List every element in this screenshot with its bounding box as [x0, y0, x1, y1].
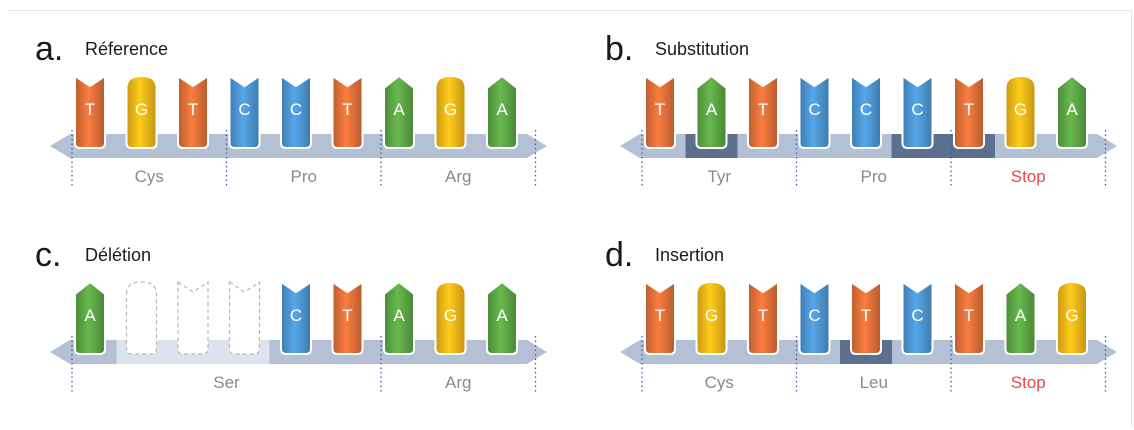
- nucleotide-letter: C: [911, 306, 923, 325]
- nucleotide-C: C: [798, 74, 831, 149]
- panel-b-substitution: b. Substitution T A T C C C T G A Tyr Pro Stop: [605, 30, 1117, 207]
- amino-acid-label: Pro: [861, 167, 887, 186]
- nucleotide-letter: A: [706, 100, 718, 119]
- nucleotide-letter: G: [1014, 100, 1027, 119]
- nucleotide-G: G: [1056, 280, 1088, 355]
- nucleotide-letter: A: [496, 100, 508, 119]
- nucleotide-A: A: [486, 280, 518, 355]
- dna-strip: T A T C C C T G A Tyr Pro Stop: [620, 74, 1117, 187]
- nucleotide-A: A: [1004, 280, 1037, 355]
- nucleotide-letter: T: [342, 306, 352, 325]
- nucleotide-letter: C: [808, 306, 820, 325]
- nucleotide-letter: C: [290, 100, 302, 119]
- panel-d-insertion: d. Insertion T G T C T C T A G Cys Leu Stop: [605, 236, 1117, 413]
- nucleotide-letter: G: [1065, 306, 1078, 325]
- stop-codon-label: Stop: [1011, 373, 1046, 392]
- nucleotide-C: C: [901, 280, 934, 355]
- nucleotide-A: A: [695, 74, 728, 149]
- nucleotide-C: C: [228, 74, 261, 149]
- nucleotide-T: T: [331, 74, 364, 149]
- dna-strip: T G T C T C T A G Cys Leu Stop: [620, 280, 1117, 393]
- amino-acid-label: Pro: [291, 167, 317, 186]
- nucleotide-letter: G: [135, 100, 148, 119]
- dna-strip: T G T C C T A G A Cys Pro Arg: [50, 74, 547, 187]
- nucleotide-G: G: [1004, 74, 1037, 149]
- panel-title: Délétion: [85, 245, 152, 265]
- panel-title: Insertion: [655, 245, 725, 265]
- nucleotide-T: T: [644, 280, 676, 355]
- amino-acid-label: Cys: [705, 373, 734, 392]
- nucleotide-T: T: [747, 280, 779, 355]
- nucleotide-C: C: [280, 280, 312, 355]
- nucleotide-letter: T: [758, 306, 768, 325]
- nucleotide-T: T: [850, 280, 882, 355]
- nucleotide-letter: C: [290, 306, 302, 325]
- nucleotide-letter: G: [705, 306, 718, 325]
- amino-acid-label: Leu: [860, 373, 888, 392]
- nucleotide-letter: C: [808, 100, 820, 119]
- nucleotide-G: G: [695, 280, 728, 355]
- amino-acid-label: Ser: [213, 373, 240, 392]
- nucleotide-T: T: [331, 280, 364, 355]
- nucleotide-T: T: [177, 74, 209, 149]
- nucleotide-letter: T: [964, 100, 974, 119]
- deleted-nucleotide-outline: [228, 280, 261, 355]
- panel-title: Substitution: [655, 39, 750, 59]
- panel-title: Réference: [85, 39, 169, 59]
- nucleotide-T: T: [747, 74, 779, 149]
- nucleotide-C: C: [798, 280, 831, 355]
- deleted-nucleotide-outline: [125, 281, 158, 355]
- nucleotide-letter: T: [342, 100, 352, 119]
- nucleotide-C: C: [280, 74, 312, 149]
- nucleotide-letter: G: [444, 306, 457, 325]
- dna-strip: A C T A G A Ser Arg: [50, 280, 547, 393]
- amino-acid-label: Arg: [445, 373, 471, 392]
- nucleotide-letter: T: [758, 100, 768, 119]
- nucleotide-letter: T: [861, 306, 871, 325]
- nucleotide-letter: A: [496, 306, 508, 325]
- nucleotide-letter: T: [655, 100, 665, 119]
- nucleotide-letter: A: [393, 306, 405, 325]
- nucleotide-letter: C: [860, 100, 872, 119]
- nucleotide-A: A: [74, 280, 106, 355]
- nucleotide-T: T: [953, 280, 985, 355]
- amino-acid-label: Cys: [135, 167, 164, 186]
- nucleotide-letter: A: [84, 306, 96, 325]
- nucleotide-C: C: [901, 74, 934, 149]
- nucleotide-G: G: [434, 74, 467, 149]
- amino-acid-label: Tyr: [707, 167, 731, 186]
- deleted-nucleotide-outline: [177, 280, 209, 355]
- nucleotide-letter: C: [911, 100, 923, 119]
- nucleotide-T: T: [953, 74, 985, 149]
- nucleotide-letter: T: [188, 100, 198, 119]
- nucleotide-letter: T: [85, 100, 95, 119]
- nucleotide-A: A: [486, 74, 518, 149]
- figure-frame: [8, 10, 1132, 426]
- nucleotide-A: A: [383, 74, 415, 149]
- panel-c-deletion: c. Délétion A C T A G A Ser Arg: [35, 236, 547, 413]
- nucleotide-T: T: [74, 74, 106, 149]
- stop-codon-label: Stop: [1011, 167, 1046, 186]
- nucleotide-letter: T: [964, 306, 974, 325]
- nucleotide-letter: A: [1015, 306, 1027, 325]
- nucleotide-A: A: [1056, 74, 1088, 149]
- nucleotide-letter: A: [393, 100, 405, 119]
- nucleotide-letter: T: [655, 306, 665, 325]
- panel-letter: a.: [35, 30, 64, 68]
- nucleotide-G: G: [434, 280, 467, 355]
- nucleotide-letter: C: [238, 100, 250, 119]
- panel-letter: c.: [35, 236, 62, 274]
- panel-a-reference: a. Réference T G T C C T A G A Cys Pro Arg: [35, 30, 547, 207]
- nucleotide-T: T: [644, 74, 676, 149]
- nucleotide-G: G: [125, 74, 158, 149]
- panel-letter: b.: [605, 30, 634, 68]
- nucleotide-letter: G: [444, 100, 457, 119]
- amino-acid-label: Arg: [445, 167, 471, 186]
- nucleotide-A: A: [383, 280, 415, 355]
- nucleotide-letter: A: [1066, 100, 1078, 119]
- nucleotide-C: C: [850, 74, 882, 149]
- panel-letter: d.: [605, 236, 634, 274]
